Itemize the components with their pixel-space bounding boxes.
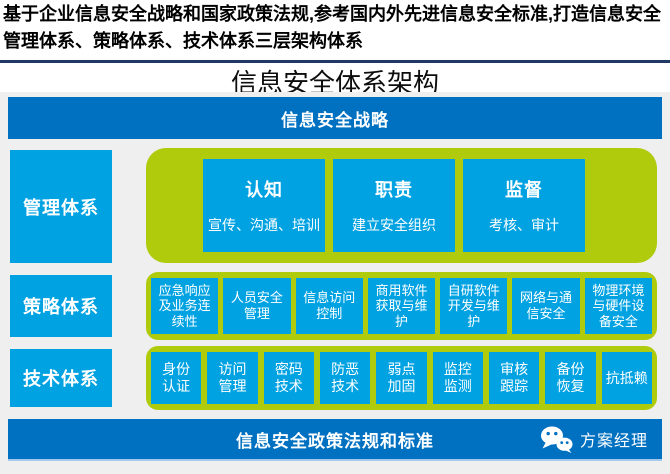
strategy-bar: 信息安全战略 <box>8 97 662 139</box>
management-box-supervision: 监督 考核、审计 <box>463 159 585 252</box>
policy-box: 应急响应 及业务连 续性 <box>151 278 219 334</box>
policy-box: 物理环境 与硬件设 备安全 <box>584 278 652 334</box>
policy-law-bar: 信息安全政策法规和标准 方案经理 <box>8 419 662 461</box>
policy-box: 商用软件 获取与维 护 <box>367 278 436 334</box>
tech-box: 审核 跟踪 <box>488 352 540 404</box>
management-box-cognition: 认知 宣传、沟通、培训 <box>203 159 325 252</box>
wechat-badge: 方案经理 <box>539 425 648 453</box>
wechat-label: 方案经理 <box>579 433 648 450</box>
tech-box: 弱点 加固 <box>376 352 427 404</box>
box-title: 职责 <box>375 180 413 200</box>
policy-box: 自研软件 开发与维 护 <box>440 278 508 334</box>
management-panel: 认知 宣传、沟通、培训 职责 建立安全组织 监督 考核、审计 <box>146 148 657 263</box>
tech-box: 防恶 技术 <box>319 352 371 404</box>
tech-box: 访问 管理 <box>207 352 258 404</box>
tech-box: 备份 恢复 <box>545 352 596 404</box>
box-title: 监督 <box>505 180 543 200</box>
technology-panel: 身份 认证 访问 管理 密码 技术 防恶 技术 弱点 加固 监控 监测 审核 跟… <box>146 346 657 410</box>
policy-box: 网络与通 信安全 <box>512 278 580 334</box>
policy-box: 信息访问 控制 <box>295 278 363 334</box>
wechat-icon <box>539 425 573 453</box>
tech-box: 密码 技术 <box>263 352 314 404</box>
policy-box: 人员安全 管理 <box>223 278 291 334</box>
strategy-bar-label: 信息安全战略 <box>281 110 389 130</box>
box-subtitle: 建立安全组织 <box>352 217 436 233</box>
sidebar-management-system: 管理体系 <box>10 150 112 263</box>
sidebar-technology-system: 技术体系 <box>10 349 112 407</box>
box-subtitle: 考核、审计 <box>489 217 559 233</box>
box-subtitle: 宣传、沟通、培训 <box>208 217 320 233</box>
management-box-responsibility: 职责 建立安全组织 <box>333 159 455 252</box>
header-description: 基于企业信息安全战略和国家政策法规,参考国内外先进信息安全标准,打造信息安全管理… <box>3 4 661 51</box>
tech-box: 抗抵赖 <box>601 352 652 404</box>
tech-box: 身份 认证 <box>151 352 202 404</box>
box-title: 认知 <box>245 180 283 200</box>
policy-panel: 应急响应 及业务连 续性 人员安全 管理 信息访问 控制 商用软件 获取与维 护… <box>146 272 657 340</box>
diagram-canvas: 信息安全战略 管理体系 认知 宣传、沟通、培训 职责 建立安全组织 监督 考核、… <box>0 92 670 474</box>
title-divider <box>0 60 670 63</box>
policy-law-bar-label: 信息安全政策法规和标准 <box>236 431 434 451</box>
tech-box: 监控 监测 <box>432 352 483 404</box>
sidebar-policy-system: 策略体系 <box>10 275 112 337</box>
